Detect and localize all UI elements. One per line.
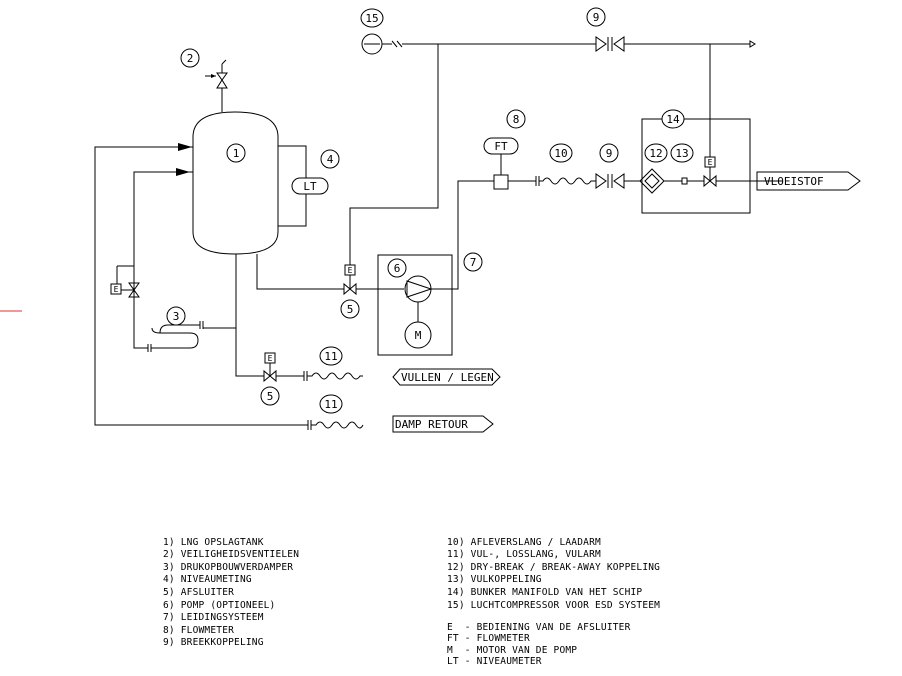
actuator-label: E	[114, 285, 119, 294]
actuator-label: E	[348, 266, 353, 275]
legend-item: 5) AFSLUITER	[163, 587, 234, 598]
bubble-breakaway-mid: 9	[606, 147, 613, 160]
lng-storage-tank	[192, 111, 279, 255]
breakaway-coupling-icon	[595, 36, 625, 52]
breakaway-coupling-icon	[595, 173, 625, 189]
actuated-valve-icon	[263, 352, 277, 383]
liquid-label: VLOEISTOF	[764, 175, 824, 188]
vapour-return-label: DAMP RETOUR	[395, 418, 468, 431]
lt-label: LT	[303, 180, 317, 193]
bubble-hose: 10	[554, 147, 567, 160]
bubble-vaporizer: 3	[173, 310, 180, 323]
fill-hose	[307, 372, 363, 380]
legend-item: 2) VEILIGHEIDSVENTIELEN	[163, 549, 299, 560]
vapour-return-connector	[392, 415, 494, 433]
legend-item: 7) LEIDINGSYSTEEM	[163, 612, 264, 623]
actuator-label: E	[268, 354, 273, 363]
bubble-coupling: 13	[675, 147, 688, 160]
vapour-hose	[311, 421, 364, 429]
level-transmitter	[291, 177, 329, 195]
abbreviation-item: E - BEDIENING VAN DE AFSLUITER	[447, 622, 631, 633]
abbreviation-item: FT - FLOWMETER	[447, 633, 530, 644]
motor-icon	[404, 321, 432, 349]
legend-item: 4) NIVEAUMETING	[163, 574, 252, 585]
flow-arrow-icon	[176, 168, 190, 176]
legend-item: 1) LNG OPSLAGTANK	[163, 537, 264, 548]
bubble-valve-fill: 5	[267, 390, 274, 403]
vaporizer-coil	[147, 321, 236, 352]
bubble-flowmeter: 8	[513, 113, 520, 126]
delivery-hose	[539, 177, 596, 185]
legend-right: 10) AFLEVERSLANG / LAADARM 11) VUL-, LOS…	[447, 537, 660, 611]
pump-enclosure	[377, 254, 453, 356]
legend-item: 6) POMP (OPTIONEEL)	[163, 600, 275, 611]
bubble-pump: 6	[394, 262, 401, 275]
legend-item: 15) LUCHTCOMPRESSOR VOOR ESD SYSTEEM	[447, 600, 660, 611]
motor-label: M	[415, 329, 422, 342]
safety-valve-icon	[205, 59, 228, 89]
flow-arrow-icon	[178, 143, 192, 151]
legend-item: 13) VULKOPPELING	[447, 574, 542, 585]
bubble-breakaway-top: 9	[593, 11, 600, 24]
bubble-level-meter: 4	[327, 153, 334, 166]
bubble-valve-pump: 5	[347, 303, 354, 316]
legend-left: 1) LNG OPSLAGTANK 2) VEILIGHEIDSVENTIELE…	[163, 537, 299, 648]
legend-item: 3) DRUKOPBOUWVERDAMPER	[163, 562, 293, 573]
dry-break-coupling-icon	[639, 168, 665, 194]
pump-icon	[404, 275, 432, 303]
bubble-hose-vapour: 11	[324, 398, 337, 411]
legend-item: 11) VUL-, LOSSLANG, VULARM	[447, 549, 601, 560]
abbreviation-item: M - MOTOR VAN DE POMP	[447, 645, 577, 656]
legend-item: 8) FLOWMETER	[163, 625, 234, 636]
actuator-label: E	[708, 158, 713, 167]
legend-abbreviations: E - BEDIENING VAN DE AFSLUITER FT - FLOW…	[447, 622, 631, 667]
bubble-tank: 1	[233, 147, 240, 160]
fill-empty-label: VULLEN / LEGEN	[401, 371, 494, 384]
legend-item: 10) AFLEVERSLANG / LAADARM	[447, 537, 601, 548]
liquid-connector	[756, 171, 861, 191]
abbreviation-item: LT - NIVEAUMETER	[447, 656, 542, 667]
bubble-compressor: 15	[365, 12, 378, 25]
fill-empty-connector	[392, 368, 501, 386]
legend-item: 12) DRY-BREAK / BREAK-AWAY KOPPELING	[447, 562, 660, 573]
flowmeter-icon	[493, 174, 509, 190]
actuated-valve-icon	[110, 265, 140, 298]
ft-label: FT	[494, 140, 508, 153]
bubble-safety-valve: 2	[187, 52, 194, 65]
flow-transmitter	[483, 137, 519, 155]
bubble-hose-fill: 11	[324, 350, 337, 363]
bubble-piping: 7	[470, 256, 477, 269]
legend-item: 14) BUNKER MANIFOLD VAN HET SCHIP	[447, 587, 642, 598]
fill-coupling-icon	[681, 177, 688, 185]
bubble-manifold: 14	[666, 113, 680, 126]
bunker-manifold	[641, 118, 751, 214]
bubble-dry-break: 12	[649, 147, 662, 160]
legend-item: 9) BREEKKOPPELING	[163, 637, 264, 648]
